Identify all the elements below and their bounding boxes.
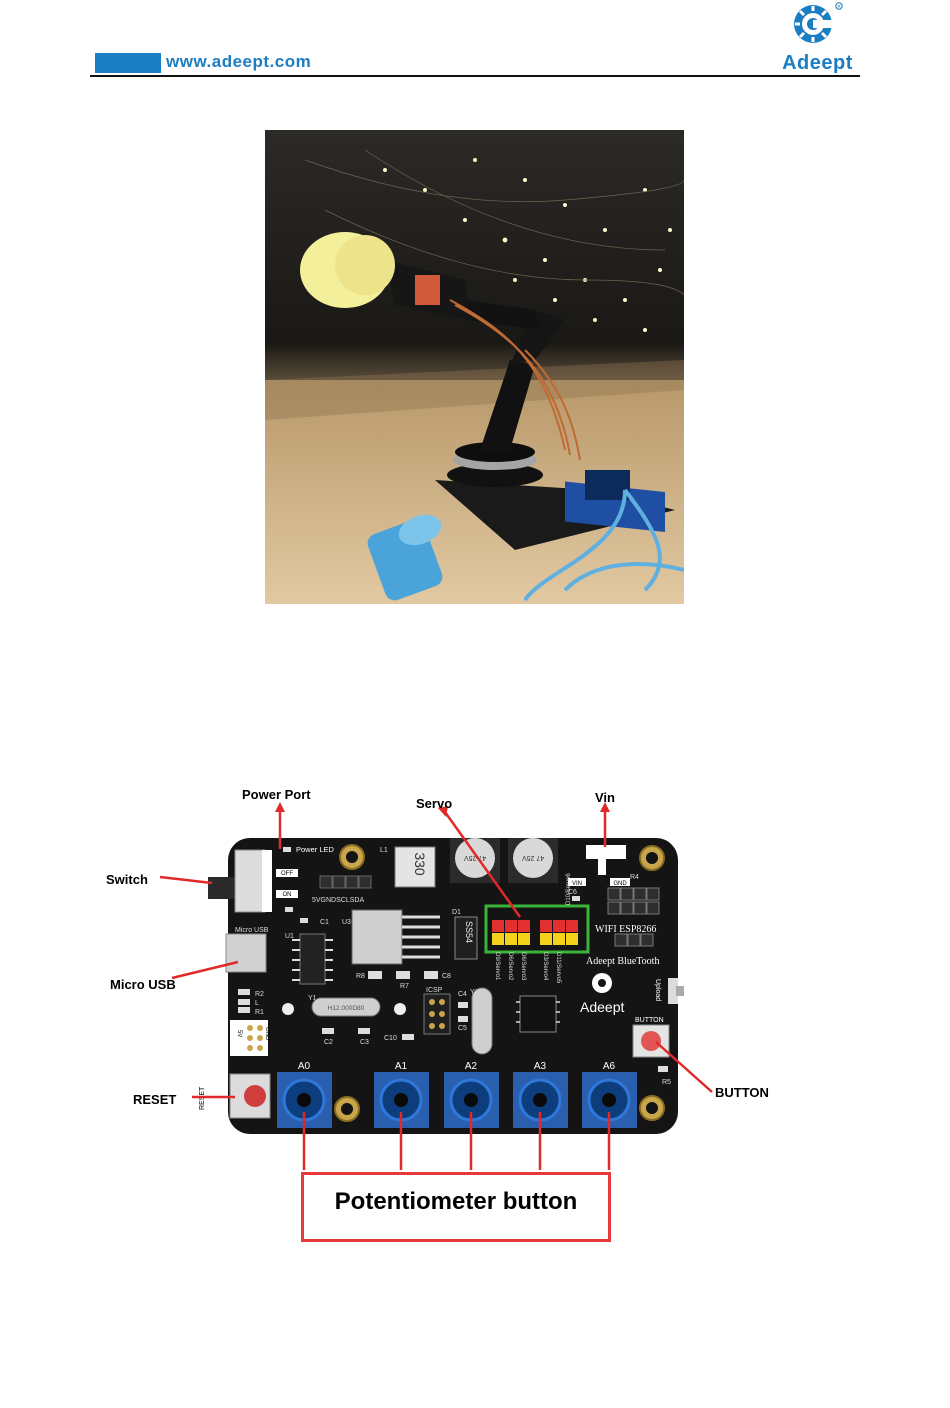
callout-button: BUTTON [715, 1085, 769, 1100]
potentiometer-callout-box [301, 1172, 611, 1242]
board-c1-silk: C1 [320, 919, 329, 926]
board-icsp-silk: ICSP [426, 987, 443, 994]
board-u3-silk: U3 [342, 919, 351, 926]
board-5v-silk: 5V [236, 1030, 242, 1037]
board-wifi-silk: WIFI ESP8266 [595, 924, 656, 935]
board-c2-silk: C2 [324, 1039, 333, 1046]
board-r2-silk: R2 [255, 991, 264, 998]
board-r1-silk: R1 [255, 1009, 264, 1016]
callout-potentiometer: Potentiometer button [334, 1188, 578, 1215]
callout-micro-usb: Micro USB [110, 977, 176, 992]
board-power-led-silk: Power LED [296, 845, 335, 854]
servo-label-5: D11/Servo5 [555, 952, 561, 984]
callout-power-port: Power Port [242, 787, 311, 802]
board-c5-silk: C5 [458, 1025, 467, 1032]
board-crystal-silk: H12.000D80 [328, 1005, 365, 1012]
servo-label-3: D6/Servo3 [520, 952, 526, 981]
board-c3-silk: C3 [360, 1039, 369, 1046]
pot-label-a1: A1 [395, 1061, 408, 1072]
board-inductor-value: 330 [412, 852, 428, 876]
board-gnd-pad: GND [613, 881, 627, 887]
board-cap1-silk: 47 25V [464, 854, 487, 861]
header-url[interactable]: www.adeept.com [166, 52, 312, 71]
board-d1-silk: D1 [452, 909, 461, 916]
pot-label-a2: A2 [465, 1061, 478, 1072]
board-micro-usb-silk: Micro USB [235, 927, 269, 934]
board-c4-silk: C4 [458, 991, 467, 998]
board-header-silk: 5VGNDSCLSDA [312, 897, 364, 904]
adeept-logo-icon: R [794, 2, 843, 43]
servo-label-1: D9/Servo1 [494, 952, 500, 981]
board-brand-silk: Adeept [580, 999, 624, 1015]
board-c10-silk: C10 [384, 1035, 397, 1042]
board-off-silk: OFF [281, 871, 293, 877]
potentiometers [277, 1072, 637, 1128]
board-vin-pad: VIN [572, 881, 582, 887]
board-r8-silk: R8 [356, 973, 365, 980]
board-gnd-vert-silk: GND [264, 1027, 270, 1041]
header-accent-bar [95, 53, 161, 73]
callout-servo: Servo [416, 796, 452, 811]
servo-label-2: D6/Servo2 [507, 952, 513, 981]
board-r4-silk: R4 [630, 874, 639, 881]
board-diode-value: SS54 [464, 921, 474, 943]
pcb-board [228, 838, 678, 1134]
board-button-silk: BUTTON [635, 1017, 664, 1024]
board-u1-silk: U1 [285, 933, 294, 940]
board-c8-silk: C8 [442, 973, 451, 980]
header-rule [90, 75, 860, 77]
board-bluetooth-silk: Adeept BlueTooth [586, 956, 659, 967]
callout-reset: RESET [133, 1092, 176, 1107]
callout-switch: Switch [106, 872, 148, 887]
board-c6-silk: C6 [568, 889, 577, 896]
board-y1-silk: Y1 [308, 995, 317, 1002]
board-on-silk: ON [283, 892, 292, 898]
board-r5-silk: R5 [662, 1079, 671, 1086]
board-upload-silk: Upload [654, 979, 661, 1001]
board-l-silk: L [255, 1000, 259, 1007]
board-r7-silk: R7 [400, 983, 409, 990]
servo-label-4: D3/Servo4 [542, 952, 548, 981]
header-brand: Adeept [782, 52, 853, 74]
pot-label-a0: A0 [298, 1061, 311, 1072]
svg-text:R: R [837, 4, 841, 9]
callout-vin: Vin [595, 790, 615, 805]
board-cap2-silk: 47 25V [522, 854, 545, 861]
board-l1-silk: L1 [380, 847, 388, 854]
pot-label-a3: A3 [534, 1061, 547, 1072]
pot-label-a6: A6 [603, 1061, 616, 1072]
servo-label-6: D10/Servo6 [566, 873, 572, 905]
controller-board-diagram: OFF ON Power LED 5VGNDSCLSDA L1 330 47 2… [106, 787, 769, 1170]
robotic-arm-photo-icon [265, 130, 684, 604]
